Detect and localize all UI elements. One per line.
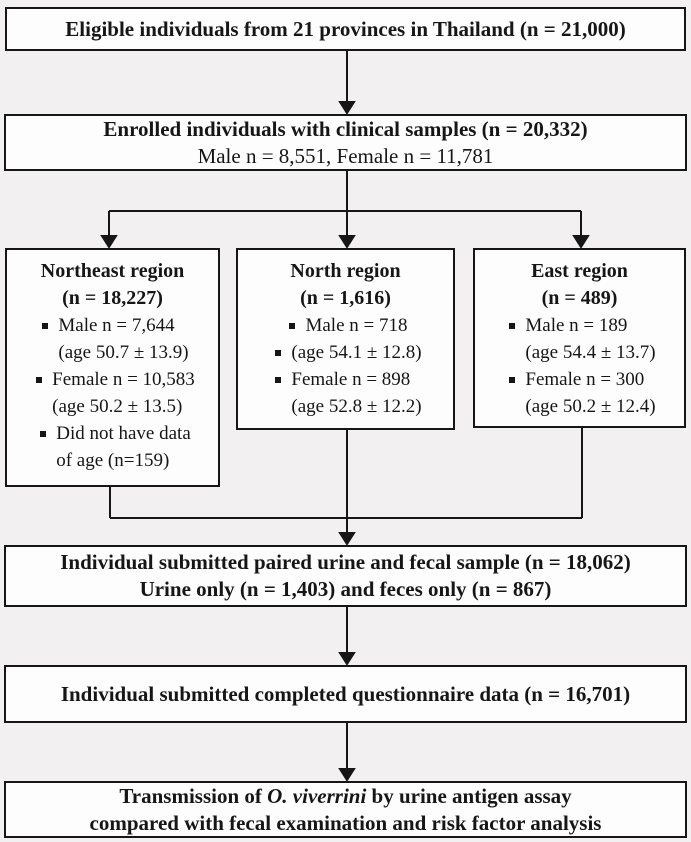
box-text: Eligible individuals from 21 provinces i… (65, 16, 626, 41)
bullet-square-icon (275, 377, 282, 383)
flow-box-region-east: East region (n = 489) Male n = 189 (age … (473, 248, 686, 428)
item-line: Did not have data (56, 423, 191, 444)
flow-box-questionnaire: Individual submitted completed questionn… (4, 665, 687, 723)
arrowhead-icon (100, 235, 118, 249)
bullet-square-icon (40, 431, 47, 437)
flow-box-eligible: Eligible individuals from 21 provinces i… (5, 7, 686, 51)
bullet-square-icon (36, 377, 43, 383)
list-item: Male n = 189 (age 54.4 ± 13.7) (503, 312, 656, 366)
flow-box-final: Transmission of O. viverrini by urine an… (4, 781, 687, 838)
box-text-line2: Male n = 8,551, Female n = 11,781 (197, 143, 494, 168)
arrowhead-icon (572, 235, 590, 249)
bullet-square-icon (42, 323, 49, 329)
flow-box-region-north: North region (n = 1,616) Male n = 718 (a… (236, 248, 455, 430)
list-item: Did not have data of age (n=159) (34, 420, 191, 474)
region-n: (n = 18,227) (62, 287, 163, 309)
region-title: Northeast region (40, 260, 185, 282)
item-line: (age 50.2 ± 13.5) (52, 396, 183, 417)
item-line: Male n = 718 (305, 315, 408, 336)
bullet-square-icon (289, 323, 296, 329)
box-text-line2: compared with fecal examination and risk… (89, 810, 602, 835)
item-line: Male n = 189 (525, 315, 628, 336)
item-line: Female n = 10,583 (52, 369, 195, 390)
region-n: (n = 1,616) (300, 287, 391, 309)
bullet-square-icon (509, 323, 516, 329)
box-text-line1: Enrolled individuals with clinical sampl… (103, 116, 588, 141)
list-item: Female n = 10,583 (age 50.2 ± 13.5) (30, 366, 195, 420)
flow-box-enrolled: Enrolled individuals with clinical sampl… (4, 114, 687, 171)
box-text: Individual submitted completed questionn… (60, 681, 631, 706)
item-line: (age 50.7 ± 13.9) (58, 342, 189, 363)
item-line: of age (n=159) (56, 450, 170, 471)
list-item: Female n = 898 (age 52.8 ± 12.2) (269, 366, 422, 420)
box-text-line1: Individual submitted paired urine and fe… (60, 550, 631, 574)
region-title: North region (290, 260, 401, 282)
species-name-italic: O. viverrini (267, 783, 367, 808)
flow-box-region-northeast: Northeast region (n = 18,227) Male n = 7… (5, 248, 220, 487)
arrowhead-icon (338, 532, 356, 546)
box-text-line2: Urine only (n = 1,403) and feces only (n… (139, 577, 552, 601)
item-line: Male n = 7,644 (58, 315, 175, 336)
arrowhead-icon (338, 101, 356, 115)
final-text-pre: Transmission of (119, 783, 268, 808)
list-item: Male n = 7,644 (age 50.7 ± 13.9) (36, 312, 189, 366)
arrowhead-icon (338, 652, 356, 666)
list-item: Male n = 718 (283, 312, 408, 339)
flow-box-paired-samples: Individual submitted paired urine and fe… (4, 545, 687, 607)
item-line: (age 52.8 ± 12.2) (291, 396, 422, 417)
region-title: East region (531, 260, 628, 282)
item-line: (age 54.1 ± 12.8) (291, 342, 422, 363)
box-text-line1: Transmission of O. viverrini by urine an… (119, 783, 571, 810)
bullet-square-icon (509, 377, 516, 383)
item-line: Female n = 898 (291, 369, 411, 390)
list-item: (age 54.1 ± 12.8) (269, 339, 422, 366)
list-item: Female n = 300 (age 50.2 ± 12.4) (503, 366, 656, 420)
arrowhead-icon (338, 235, 356, 249)
item-line: (age 54.4 ± 13.7) (525, 342, 656, 363)
region-n: (n = 489) (541, 287, 618, 309)
final-text-post: by urine antigen assay (366, 783, 572, 808)
item-line: Female n = 300 (525, 369, 645, 390)
item-line: (age 50.2 ± 12.4) (525, 396, 656, 417)
arrowhead-icon (338, 768, 356, 782)
bullet-square-icon (275, 350, 282, 356)
